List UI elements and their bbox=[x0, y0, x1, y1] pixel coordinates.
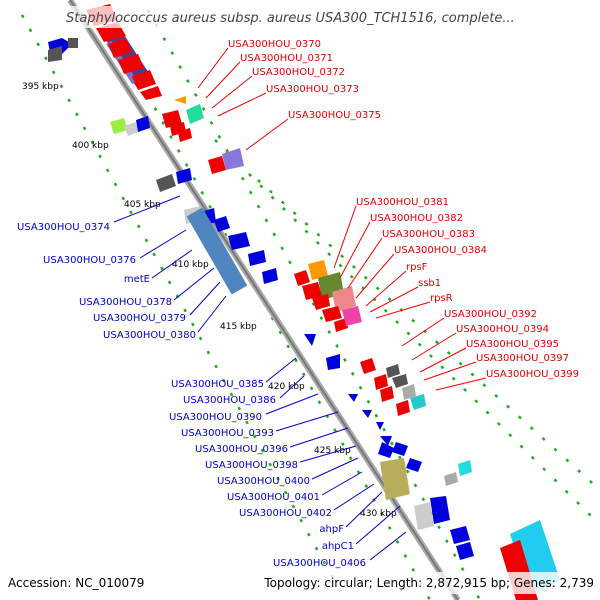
gene-label: USA300HOU_0373 bbox=[266, 84, 359, 95]
kbp-tick-labels: 395 kbp 400 kbp 405 kbp 410 kbp 415 kbp … bbox=[22, 82, 397, 519]
kbp-400-label: 400 kbp bbox=[72, 141, 109, 151]
gene-label: ahpF bbox=[319, 524, 344, 535]
gene-label: USA300HOU_0399 bbox=[486, 369, 579, 380]
gene-label: USA300HOU_0382 bbox=[370, 213, 463, 224]
gene-label: USA300HOU_0375 bbox=[288, 110, 381, 121]
gene-label: USA300HOU_0385 bbox=[171, 379, 264, 390]
gene-label: USA300HOU_0383 bbox=[382, 229, 475, 240]
gene-label: metE bbox=[124, 274, 150, 285]
gene-label: USA300HOU_0393 bbox=[181, 428, 274, 439]
gene-label: USA300HOU_0398 bbox=[205, 460, 298, 471]
gene-label: USA300HOU_0400 bbox=[217, 476, 310, 487]
gene-label: USA300HOU_0378 bbox=[79, 297, 172, 308]
gene-label: USA300HOU_0396 bbox=[195, 444, 288, 455]
kbp-425-label: 425 kbp bbox=[314, 446, 351, 456]
gene-block-steelblue bbox=[186, 207, 248, 295]
gene-label: USA300HOU_0406 bbox=[273, 558, 366, 569]
gene-label: USA300HOU_0392 bbox=[444, 309, 537, 320]
accession-text: Accession: NC_010079 bbox=[8, 576, 144, 590]
gene-label: USA300HOU_0381 bbox=[356, 197, 449, 208]
kbp-405-label: 405 kbp bbox=[124, 200, 161, 210]
gene-label: USA300HOU_0397 bbox=[476, 353, 569, 364]
gene-label: USA300HOU_0402 bbox=[239, 508, 332, 519]
reverse-gene-labels: USA300HOU_0374 USA300HOU_0376 metE USA30… bbox=[17, 222, 366, 569]
forward-gene-leaders bbox=[197, 47, 487, 391]
kbp-395-label: 395 kbp bbox=[22, 82, 59, 92]
topology-text: Topology: circular; Length: 2,872,915 bp… bbox=[263, 576, 594, 590]
kbp-430-label: 430 kbp bbox=[360, 509, 397, 519]
gene-label: USA300HOU_0371 bbox=[240, 53, 333, 64]
gene-label: rpsR bbox=[430, 293, 453, 304]
gene-label: ahpC1 bbox=[322, 541, 354, 552]
gene-label: USA300HOU_0395 bbox=[466, 339, 559, 350]
gene-label: rpsF bbox=[406, 262, 428, 273]
kbp-415-label: 415 kbp bbox=[220, 322, 257, 332]
reverse-gene-leaders bbox=[113, 195, 407, 561]
gene-label: USA300HOU_0401 bbox=[227, 492, 320, 503]
gene-label: USA300HOU_0390 bbox=[169, 412, 262, 423]
gene-label: USA300HOU_0384 bbox=[394, 245, 487, 256]
gene-label: USA300HOU_0372 bbox=[252, 67, 345, 78]
gene-label: USA300HOU_0370 bbox=[228, 39, 321, 50]
gene-label: USA300HOU_0379 bbox=[93, 313, 186, 324]
kbp-420-label: 420 kbp bbox=[268, 382, 305, 392]
forward-gene-labels: USA300HOU_0370 USA300HOU_0371 USA300HOU_… bbox=[228, 39, 579, 380]
gene-label: USA300HOU_0386 bbox=[183, 395, 276, 406]
gene-label: ssb1 bbox=[418, 278, 441, 289]
kbp-410-label: 410 kbp bbox=[172, 260, 209, 270]
gene-label: USA300HOU_0376 bbox=[43, 255, 136, 266]
gene-label: USA300HOU_0374 bbox=[17, 222, 110, 233]
gene-label: USA300HOU_0394 bbox=[456, 324, 549, 335]
gene-label: USA300HOU_0380 bbox=[103, 330, 196, 341]
map-title: Staphylococcus aureus subsp. aureus USA3… bbox=[66, 11, 515, 26]
